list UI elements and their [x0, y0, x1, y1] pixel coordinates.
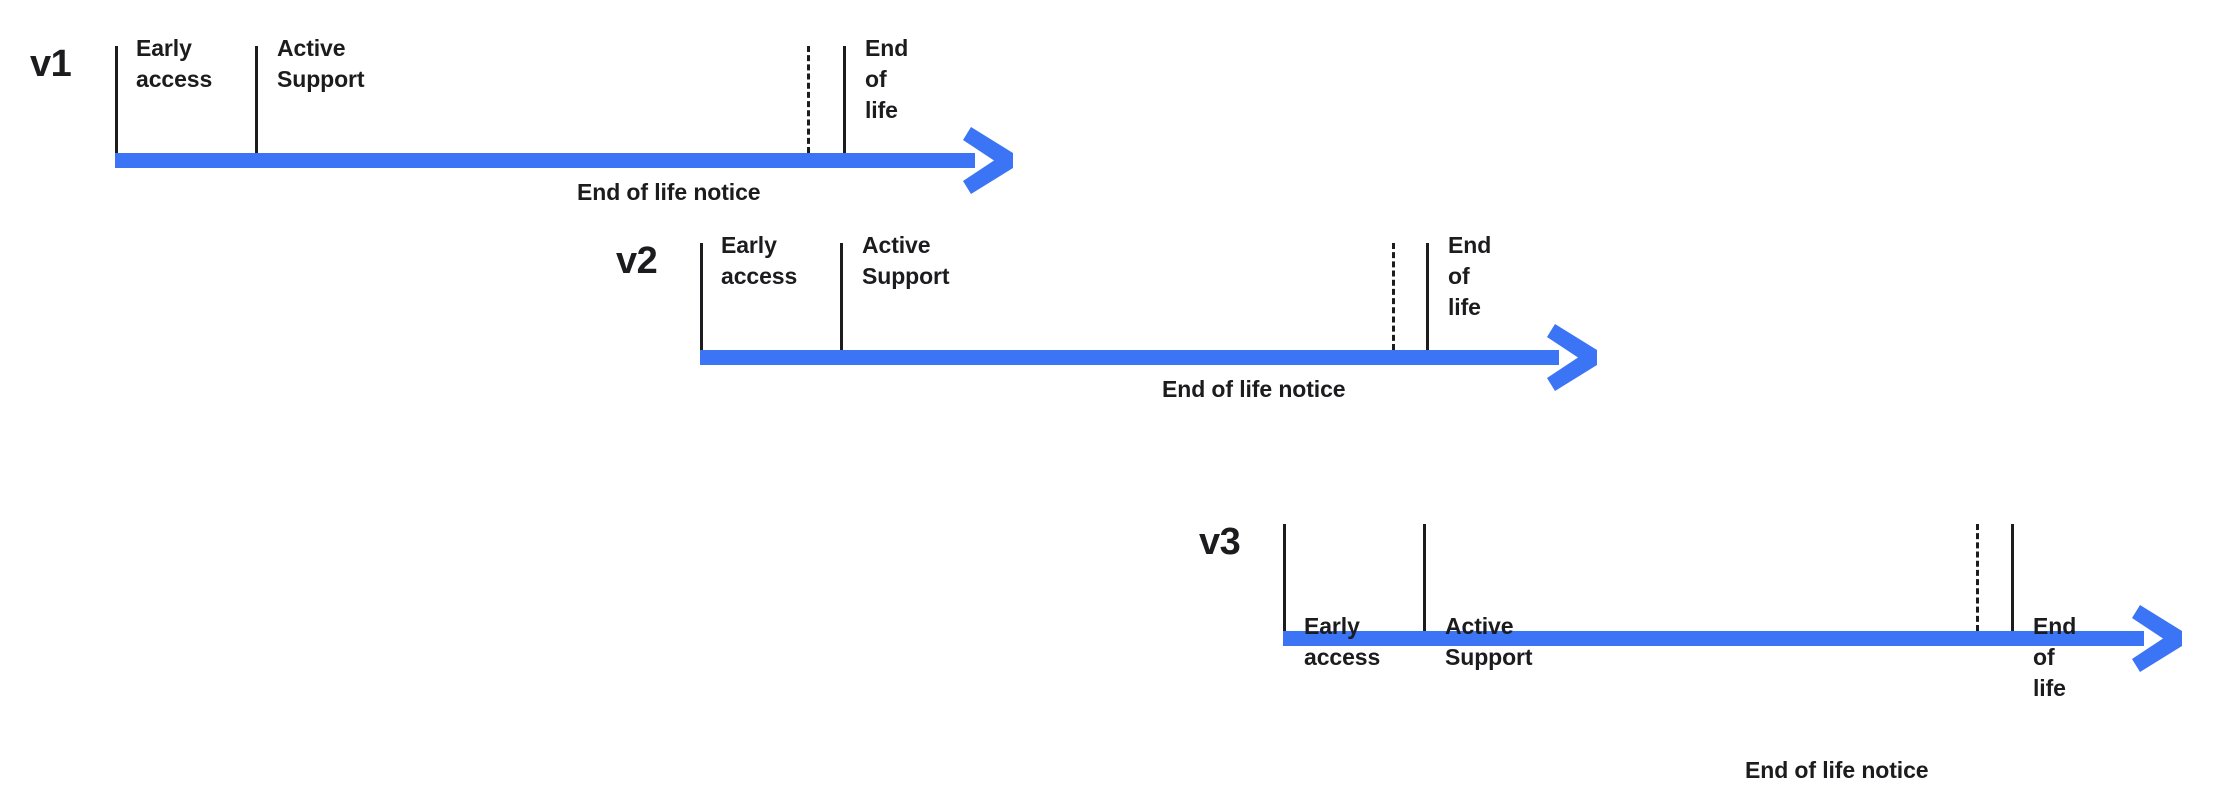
timeline-bar-v2: [700, 350, 1559, 365]
phase-divider-end-of-life-v2: [1426, 243, 1429, 350]
phase-label-early-access-v3: Early access: [1304, 613, 1381, 670]
phase-divider-start-v1: [115, 46, 118, 153]
phase-divider-active-support-v3: [1423, 524, 1426, 631]
phase-divider-start-v2: [700, 243, 703, 350]
end-of-life-notice-label-v3: End of life notice: [1745, 757, 1929, 783]
end-of-life-notice-label-v2: End of life notice: [1162, 376, 1346, 402]
phase-divider-active-support-v1: [255, 46, 258, 153]
version-label-v1: v1: [30, 43, 72, 85]
phase-label-end-of-life-v3: End of life: [2033, 613, 2077, 701]
version-label-v2: v2: [616, 240, 658, 282]
phase-label-active-support-v1: Active Support: [277, 35, 365, 92]
phase-divider-end-of-life-v1: [843, 46, 846, 153]
timeline-arrowhead-v3: [2132, 605, 2182, 672]
phase-label-early-access-v2: Early access: [721, 232, 798, 289]
end-of-life-notice-marker-v3: [1976, 524, 1979, 631]
timeline-arrowhead-v2: [1547, 324, 1597, 391]
phase-divider-end-of-life-v3: [2011, 524, 2014, 631]
version-label-v3: v3: [1199, 521, 1241, 563]
phase-divider-active-support-v2: [840, 243, 843, 350]
phase-label-active-support-v2: Active Support: [862, 232, 950, 289]
timeline-arrowhead-v1: [963, 127, 1013, 194]
end-of-life-notice-marker-v1: [807, 46, 810, 153]
phase-label-end-of-life-v1: End of life: [865, 35, 909, 123]
timeline-bar-v1: [115, 153, 975, 168]
end-of-life-notice-label-v1: End of life notice: [577, 179, 761, 205]
phase-label-active-support-v3: Active Support: [1445, 613, 1533, 670]
phase-label-early-access-v1: Early access: [136, 35, 213, 92]
timeline-bar-v3: [1283, 631, 2144, 646]
end-of-life-notice-marker-v2: [1392, 243, 1395, 350]
phase-divider-start-v3: [1283, 524, 1286, 631]
phase-label-end-of-life-v2: End of life: [1448, 232, 1492, 320]
